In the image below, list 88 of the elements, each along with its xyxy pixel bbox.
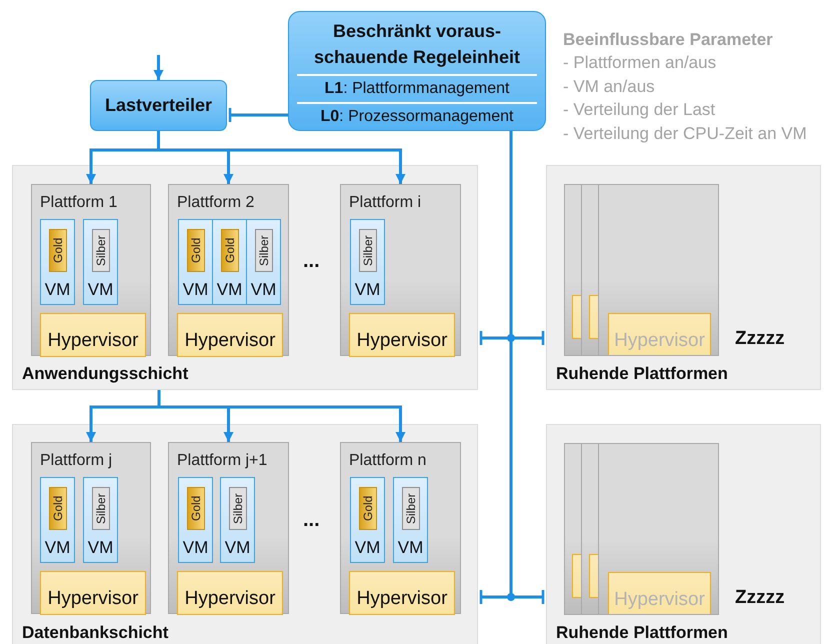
vm-label: VM <box>216 280 244 300</box>
platform-box <box>340 442 461 614</box>
vm-label: VM <box>250 280 278 300</box>
legend-text: - VM an/aus <box>563 77 655 97</box>
priority-tag: Silber <box>229 487 247 530</box>
platform-box <box>581 443 599 615</box>
platform-box <box>340 184 461 356</box>
platform-box <box>31 184 151 356</box>
legend-text: - Verteilung der CPU-Zeit an VM <box>563 124 807 144</box>
platform-title: Plattform j <box>40 452 112 470</box>
vm-label: VM <box>224 538 252 558</box>
vm-box <box>83 219 118 305</box>
priority-tag: Gold <box>221 229 239 272</box>
vm-label: VM <box>396 538 424 558</box>
platform-box <box>564 184 582 356</box>
platform-box <box>598 443 719 615</box>
vm-label: VM <box>44 280 72 300</box>
vm-box <box>350 477 385 563</box>
platform-title: Plattform 1 <box>40 194 118 212</box>
connector <box>228 106 288 124</box>
legend-text: - Plattformen an/aus <box>563 53 716 73</box>
hypervisor-box: Hypervisor <box>349 313 455 357</box>
vm-box <box>246 219 281 305</box>
vm-box <box>178 477 213 563</box>
connector <box>154 55 164 80</box>
layer-panel <box>12 165 478 390</box>
ellipsis: ... <box>303 509 320 532</box>
priority-tag: Gold <box>49 229 67 272</box>
vm-label: VM <box>86 280 114 300</box>
priority-tag: Silber <box>255 229 273 272</box>
priority-tag: Silber <box>92 229 110 272</box>
connector <box>157 131 406 184</box>
panel-title: Datenbankschicht <box>22 623 168 643</box>
platform-title: Plattform j+1 <box>177 452 268 470</box>
hypervisor-box: Hypervisor <box>608 572 711 614</box>
vm-box <box>212 219 247 305</box>
hypervisor-box: Hypervisor <box>608 313 711 355</box>
vm-box <box>83 477 118 563</box>
sleep-text: Zzzzz <box>735 587 785 609</box>
priority-tag: Gold <box>187 487 205 530</box>
vm-label: VM <box>182 280 210 300</box>
platform-box <box>564 443 582 615</box>
hypervisor-box: Hypervisor <box>177 313 283 357</box>
vm-label: VM <box>182 538 210 558</box>
platform-box <box>31 442 151 614</box>
ellipsis: ... <box>303 250 320 273</box>
controller-title: Beschränkt voraus- schauende Regeleinheit <box>312 20 522 69</box>
hypervisor-box: Hypervisor <box>40 313 146 357</box>
layer-panel <box>12 424 478 644</box>
hypervisor-box: Hypervisor <box>349 571 455 615</box>
vm-box <box>350 219 385 305</box>
vm-label: VM <box>354 538 382 558</box>
priority-tag: Silber <box>359 229 377 272</box>
idle-platforms-panel <box>546 165 821 390</box>
platform-title: Plattform i <box>349 194 422 212</box>
panel-title: Ruhende Plattformen <box>556 623 728 643</box>
sleep-text: Zzzzz <box>735 328 785 350</box>
vm-label: VM <box>86 538 114 558</box>
platform-title: Plattform n <box>349 452 426 470</box>
priority-tag: Gold <box>187 229 205 272</box>
panel-title: Ruhende Plattformen <box>556 364 728 384</box>
level-text: L1: Plattformmanagement <box>297 74 537 102</box>
platform-box <box>168 442 289 614</box>
vm-box <box>178 219 213 305</box>
platform-box <box>581 184 599 356</box>
hypervisor-box: Hypervisor <box>177 571 283 615</box>
vm-label: VM <box>354 280 382 300</box>
controller-box <box>288 11 546 131</box>
priority-tag: Gold <box>49 487 67 530</box>
vm-box <box>220 477 255 563</box>
platform-box <box>598 184 719 356</box>
connector <box>158 390 406 442</box>
load-balancer-box: Lastverteiler <box>90 80 227 131</box>
platform-title: Plattform 2 <box>177 194 254 212</box>
vm-box <box>40 477 75 563</box>
priority-tag: Silber <box>402 487 420 530</box>
priority-tag: Silber <box>92 487 110 530</box>
level-text: L0: Prozessormanagement <box>297 102 537 130</box>
vm-box <box>393 477 428 563</box>
platform-box <box>168 184 289 356</box>
vm-label: VM <box>44 538 72 558</box>
vm-box <box>40 219 75 305</box>
idle-platforms-panel <box>546 424 821 644</box>
hypervisor-box: Hypervisor <box>40 571 146 615</box>
panel-title: Anwendungsschicht <box>22 364 188 384</box>
legend-text: - Verteilung der Last <box>563 100 716 120</box>
legend-title: Beeinflussbare Parameter <box>563 30 773 50</box>
priority-tag: Gold <box>359 487 377 530</box>
